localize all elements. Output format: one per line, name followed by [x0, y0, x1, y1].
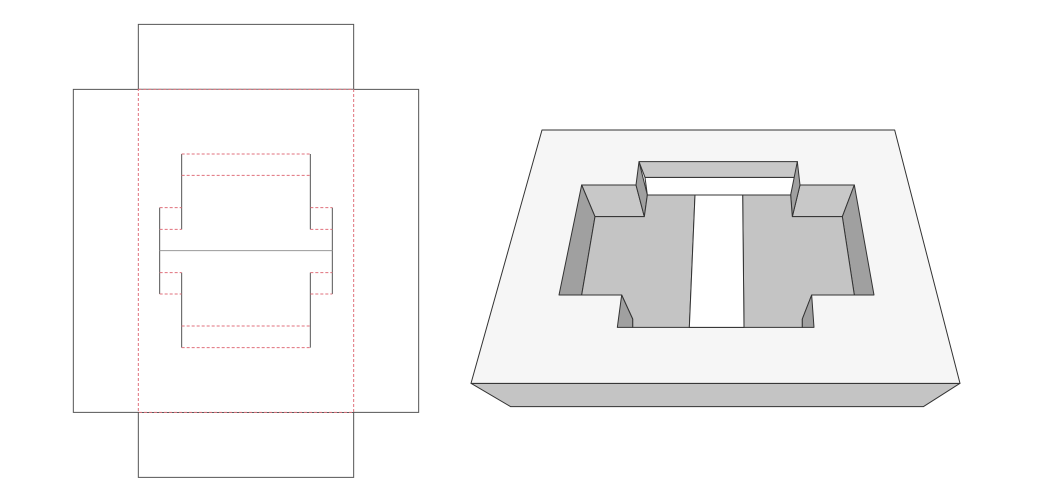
- left-floor: [582, 195, 695, 327]
- tray-front-face: [471, 383, 960, 406]
- top-flap: [138, 24, 353, 89]
- insert-cut-lines: [160, 154, 333, 348]
- base-fold-lines: [138, 89, 353, 412]
- insert-fold-lines: [160, 154, 333, 348]
- center-opening: [689, 195, 744, 327]
- bottom-flap: [138, 412, 353, 477]
- dieline-template: [73, 24, 418, 477]
- right-bottom-notch-wall: [802, 295, 814, 327]
- left-bottom-notch-wall: [617, 295, 632, 327]
- tray-3d-view: [471, 130, 960, 407]
- back-wall: [639, 162, 797, 178]
- right-floor: [743, 195, 855, 327]
